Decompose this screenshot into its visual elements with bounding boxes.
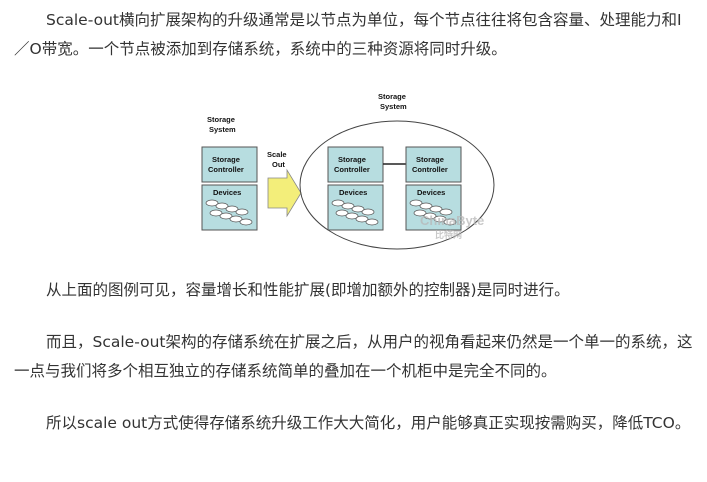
left-devices-label: Devices [213,188,241,197]
right-disk-stack-1-icon [331,199,379,226]
scale-out-diagram-svg: Storage System Storage Controller Device… [201,92,495,250]
left-controller-box [201,146,258,183]
paragraph-intro-text: Scale-out横向扩展架构的升级通常是以节点为单位，每个节点往往将包含容量、… [14,11,682,58]
left-system-label-line1: Storage [207,115,235,124]
right-controller-box-1 [327,146,384,183]
right-controller-2-label-line1: Storage [416,155,444,164]
right-controller-1-label-line2: Controller [334,165,370,174]
left-controller-label-line2: Controller [208,165,244,174]
scale-out-label-line1: Scale [267,150,287,159]
paragraph-single-system: 而且，Scale-out架构的存储系统在扩展之后，从用户的视角看起来仍然是一个单… [14,328,694,386]
right-controller-2-label-line2: Controller [412,165,448,174]
scale-out-label-line2: Out [272,160,285,169]
paragraph-conclusion: 所以scale out方式使得存储系统升级工作大大简化，用户能够真正实现按需购买… [14,409,694,438]
right-system-label-line2: System [380,102,407,111]
right-controller-box-2 [405,146,462,183]
paragraph-single-system-text: 而且，Scale-out架构的存储系统在扩展之后，从用户的视角看起来仍然是一个单… [14,333,693,380]
scale-out-arrow-icon [267,168,302,218]
left-disk-stack-icon [205,199,253,226]
left-system-label-line2: System [209,125,236,134]
paragraph-conclusion-text: 所以scale out方式使得存储系统升级工作大大简化，用户能够真正实现按需购买… [46,414,691,432]
right-disk-stack-2-icon [409,199,457,226]
paragraph-illustration-note: 从上面的图例可见，容量增长和性能扩展(即增加额外的控制器)是同时进行。 [14,276,694,305]
right-devices-2-label: Devices [417,188,445,197]
storage-system-ellipse [299,120,495,250]
scale-out-diagram: Storage System Storage Controller Device… [195,85,525,255]
right-system-label-line1: Storage [378,92,406,101]
right-devices-1-label: Devices [339,188,367,197]
right-controller-1-label-line1: Storage [338,155,366,164]
watermark-logo: ChinaByte [420,213,484,228]
watermark-sub: 比特网 [435,229,462,240]
paragraph-intro: Scale-out横向扩展架构的升级通常是以节点为单位，每个节点往往将包含容量、… [14,6,694,64]
left-controller-label-line1: Storage [212,155,240,164]
paragraph-illustration-note-text: 从上面的图例可见，容量增长和性能扩展(即增加额外的控制器)是同时进行。 [46,281,570,299]
